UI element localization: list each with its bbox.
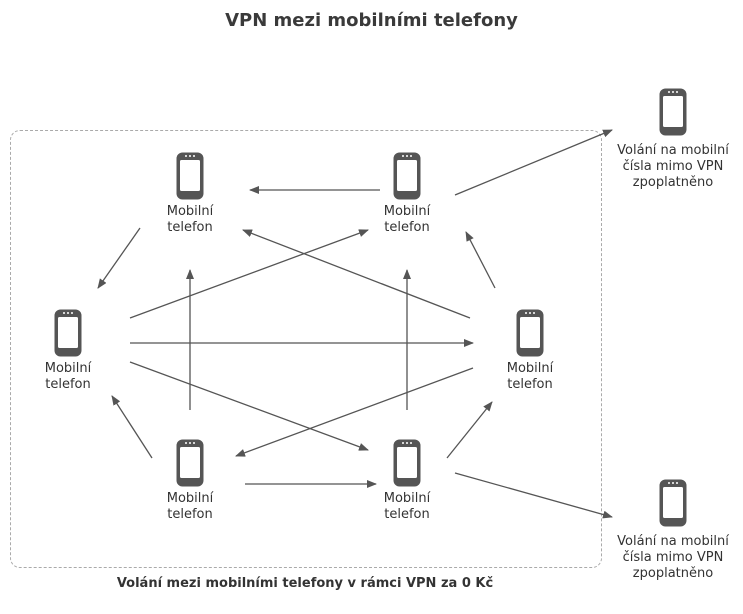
phone-label: Mobilní telefon [506,361,554,392]
phone-label: Mobilní telefon [166,204,214,235]
mobile-phone-icon [176,439,204,487]
external-call-label: Volání na mobilní čísla mimo VPN zpoplat… [617,143,729,190]
mobile-phone-icon [54,309,82,357]
arrow-right-to-top-right-diag [465,231,496,289]
phone-node-top-right: Mobilní telefon [352,151,462,236]
mobile-phone-icon [393,439,421,487]
phone-label: Mobilní telefon [44,361,92,392]
arrow-right-to-bottom-left [235,367,474,457]
arrow-left-to-top-right [129,229,369,319]
mobile-phone-icon [659,479,687,527]
arrow-right-to-top-left [242,229,471,319]
phone-label: Mobilní telefon [166,491,214,522]
mobile-phone-icon [393,152,421,200]
external-phone-bottom: Volání na mobilní čísla mimo VPN zpoplat… [608,478,738,582]
arrow-top-left-to-left [97,227,141,289]
phone-node-bottom-left: Mobilní telefon [135,438,245,523]
vpn-caption: Volání mezi mobilními telefony v rámci V… [116,576,494,591]
phone-node-top-left: Mobilní telefon [135,151,245,236]
arrow-bottom-right-to-right [446,401,493,459]
vpn-boundary [10,130,602,568]
mobile-phone-icon [516,309,544,357]
phone-node-bottom-right: Mobilní telefon [352,438,462,523]
phone-label: Mobilní telefon [383,491,431,522]
arrow-bottom-right-to-external-bottom [454,472,613,519]
mobile-phone-icon [176,152,204,200]
mobile-phone-icon [659,88,687,136]
phone-node-left: Mobilní telefon [13,308,123,393]
external-phone-top: Volání na mobilní čísla mimo VPN zpoplat… [608,87,738,191]
arrow-bottom-left-to-left [111,395,153,459]
phone-node-right: Mobilní telefon [475,308,585,393]
arrow-top-right-to-external-top [454,129,613,196]
diagram-title: VPN mezi mobilními telefony [225,10,518,31]
phone-label: Mobilní telefon [383,204,431,235]
arrow-left-to-bottom-right [129,361,369,451]
external-call-label: Volání na mobilní čísla mimo VPN zpoplat… [617,534,729,581]
